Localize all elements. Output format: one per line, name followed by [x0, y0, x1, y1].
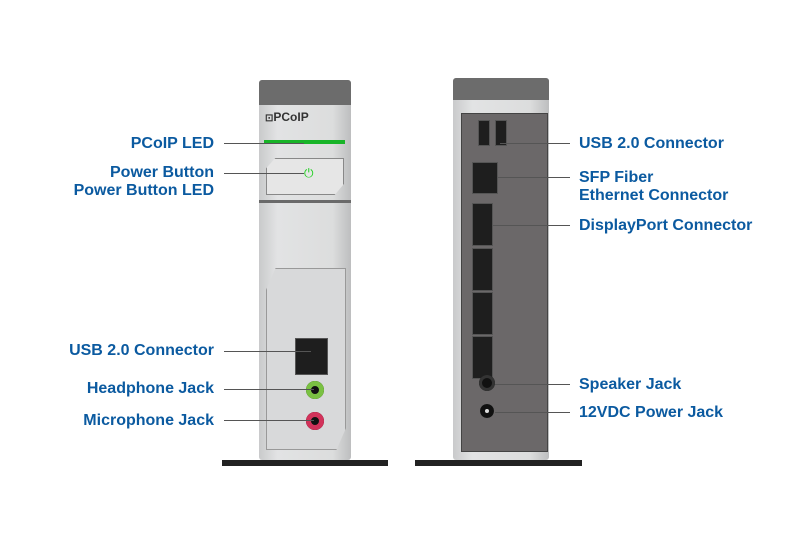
power-led-icon: ⏻: [304, 166, 314, 180]
displayport-2[interactable]: [472, 248, 493, 291]
pcoip-led: [264, 140, 345, 144]
front-usb-port[interactable]: [295, 338, 328, 375]
back-usb-port-1[interactable]: [478, 120, 490, 146]
pcoip-logo: ⊡PCoIP: [265, 110, 309, 124]
headphone-jack[interactable]: [306, 381, 324, 399]
front-top-band: [259, 80, 351, 105]
displayport-1[interactable]: [472, 203, 493, 246]
sfp-port[interactable]: [472, 162, 498, 194]
label-power-button-led: Power Button LED: [73, 182, 214, 199]
leader-sfp: [497, 177, 570, 178]
label-displayport: DisplayPort Connector: [579, 217, 753, 234]
label-back-usb: USB 2.0 Connector: [579, 135, 724, 152]
label-sfp-line1: SFP Fiber: [579, 169, 654, 186]
displayport-4[interactable]: [472, 336, 493, 379]
leader-front-usb: [224, 351, 311, 352]
back-stand: [415, 460, 582, 466]
leader-speaker: [495, 384, 570, 385]
leader-microphone: [224, 420, 314, 421]
label-power-jack: 12VDC Power Jack: [579, 404, 724, 421]
power-jack[interactable]: [480, 404, 494, 418]
leader-back-usb: [500, 143, 570, 144]
microphone-jack[interactable]: [306, 412, 324, 430]
label-pcoip-led: PCoIP LED: [130, 135, 214, 152]
label-power-button: Power Button: [110, 164, 214, 181]
displayport-3[interactable]: [472, 292, 493, 335]
back-device: [453, 78, 549, 460]
leader-displayport: [492, 225, 570, 226]
leader-power-jack: [495, 412, 570, 413]
power-button[interactable]: [266, 158, 344, 195]
back-top-band: [453, 78, 549, 100]
label-headphone: Headphone Jack: [86, 380, 214, 397]
front-device: ⊡PCoIP ⏻: [259, 80, 351, 460]
leader-power-button: [224, 173, 304, 174]
label-sfp-line2: Ethernet Connector: [579, 187, 729, 204]
leader-headphone: [224, 389, 314, 390]
label-microphone: Microphone Jack: [83, 412, 214, 429]
leader-pcoip-led: [224, 143, 304, 144]
back-usb-port-2[interactable]: [495, 120, 507, 146]
front-stand: [222, 460, 388, 466]
front-divider: [259, 200, 351, 203]
label-front-usb: USB 2.0 Connector: [69, 342, 214, 359]
label-speaker: Speaker Jack: [579, 376, 682, 393]
speaker-jack[interactable]: [479, 375, 495, 391]
